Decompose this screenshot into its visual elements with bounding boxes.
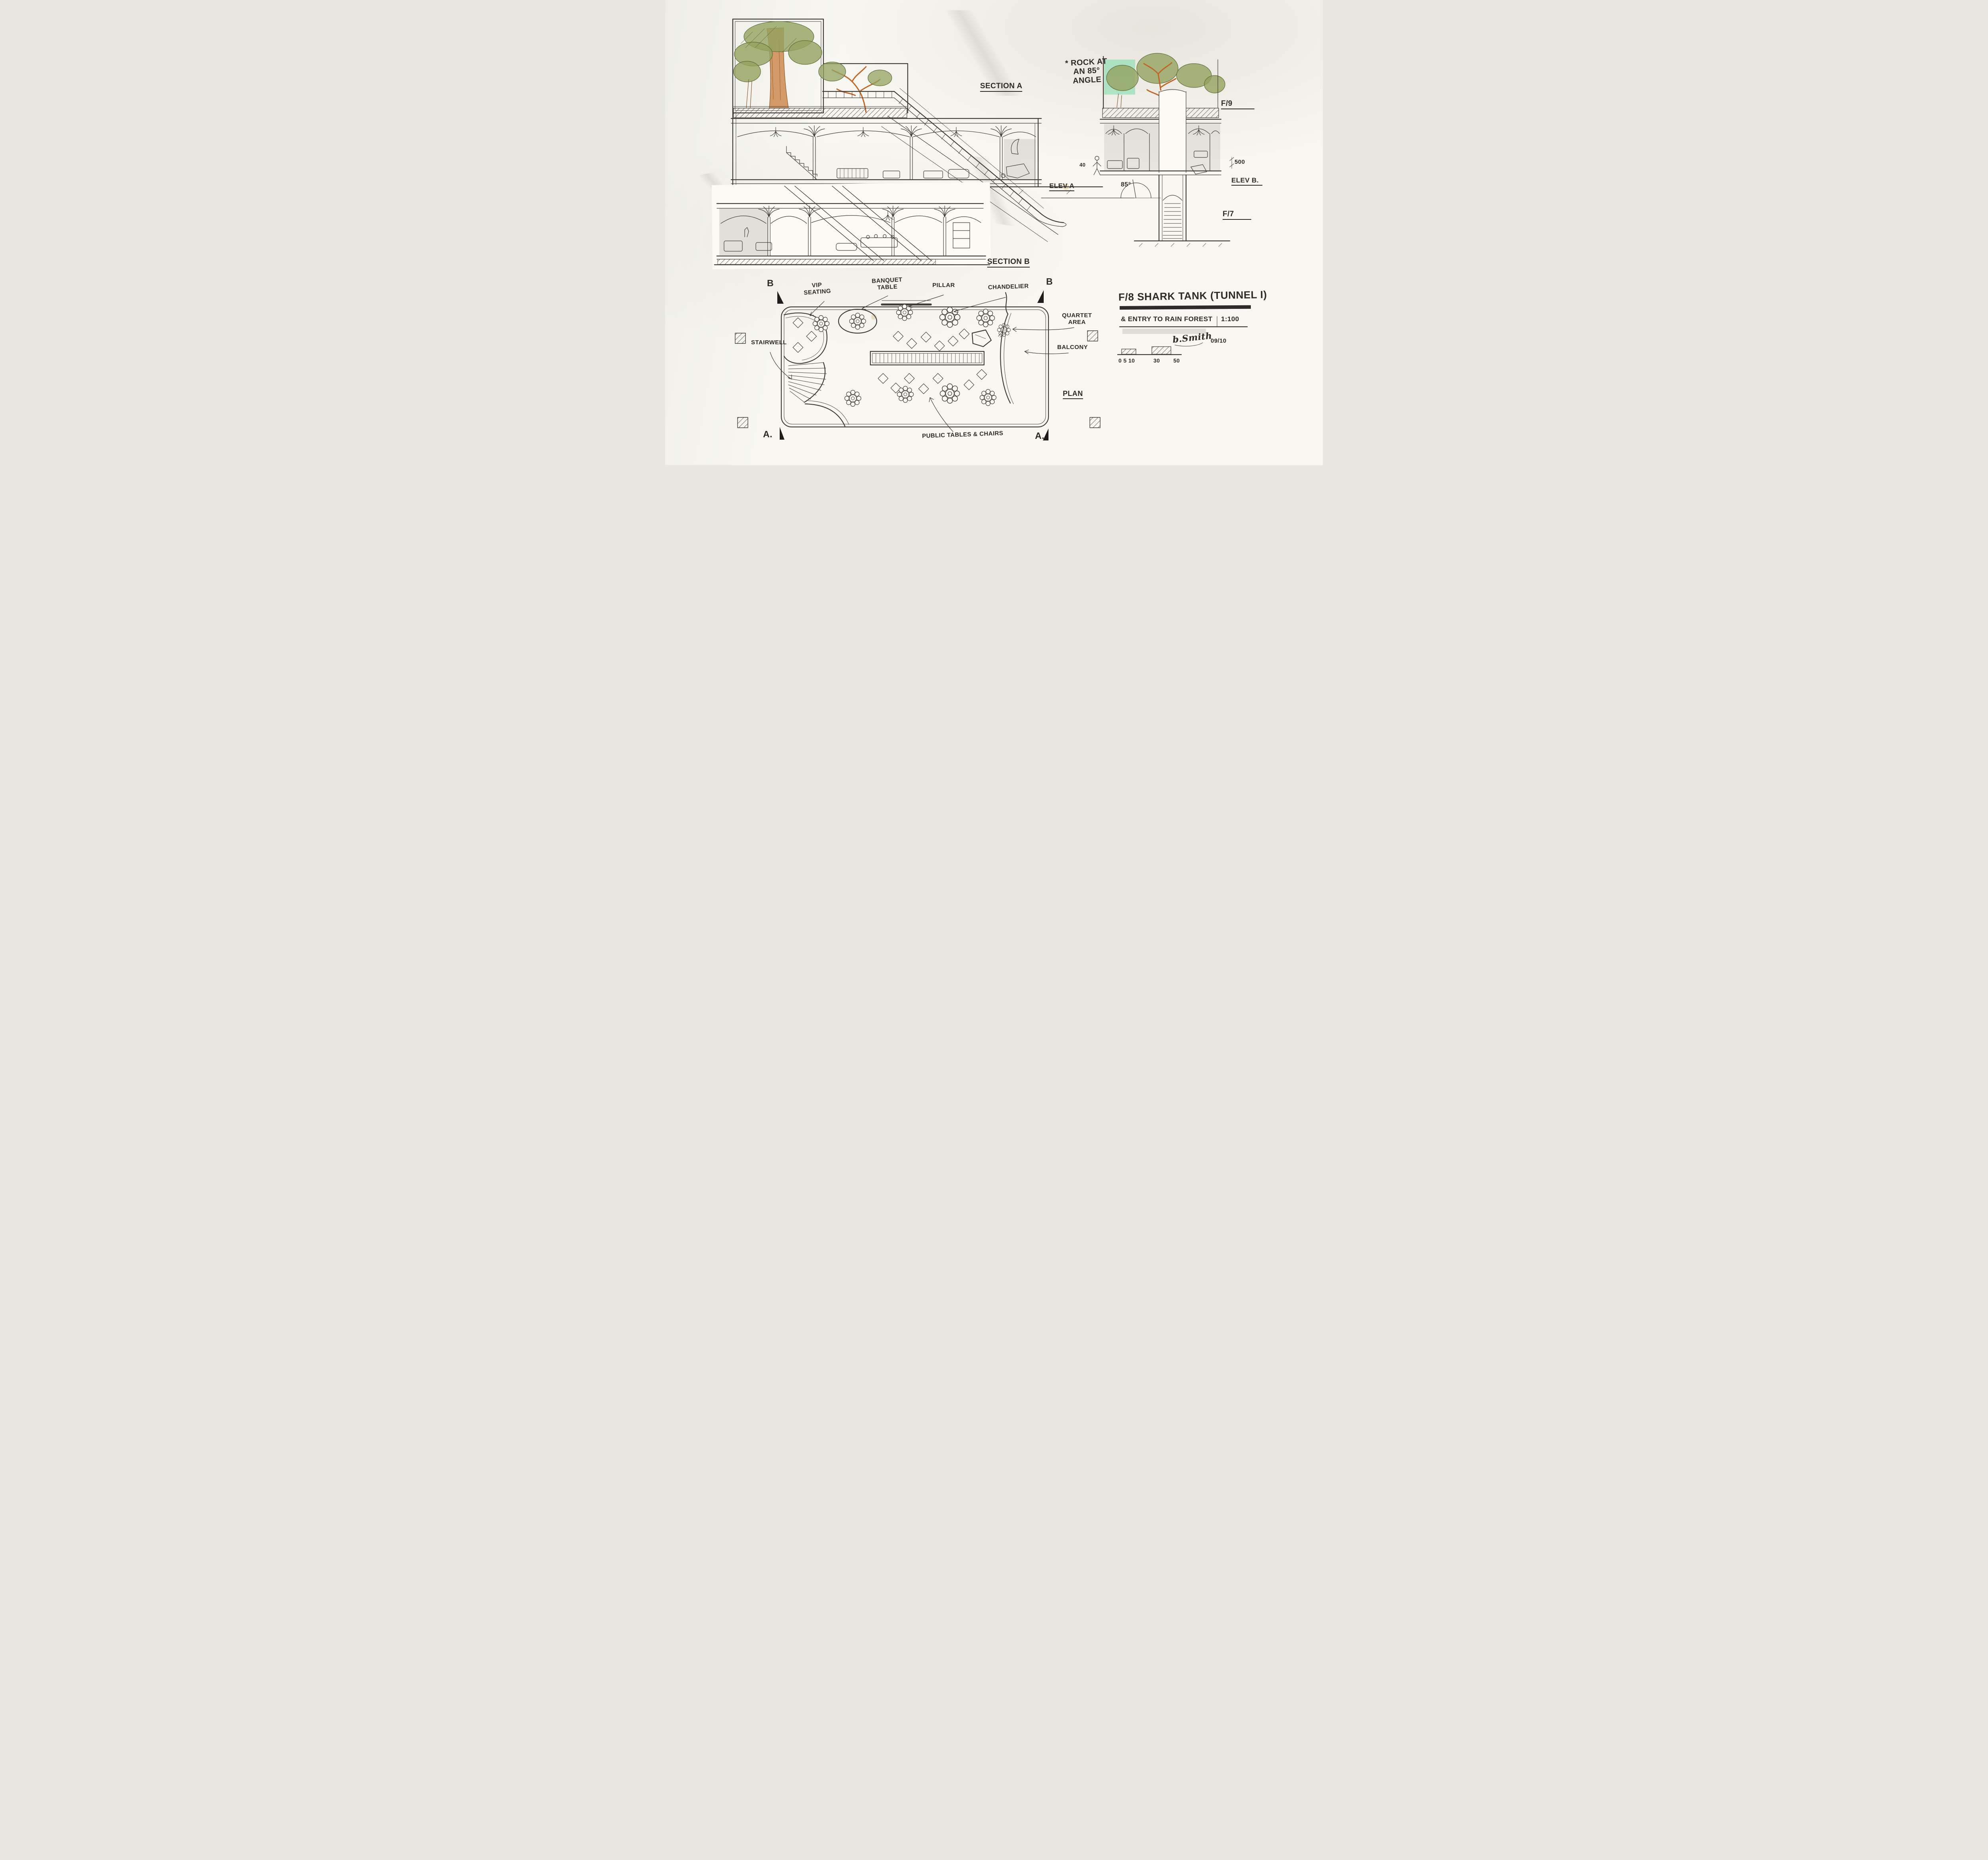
title-block-graphics bbox=[1117, 305, 1251, 355]
callout-quartet-area: QUARTET AREA bbox=[1062, 312, 1092, 326]
grid-ref-f7: F/7 bbox=[1223, 210, 1251, 220]
plan-title: PLAN bbox=[1063, 390, 1083, 400]
scalebar-label-right: 50 bbox=[1173, 357, 1180, 364]
elev-b-title: ELEV B. bbox=[1231, 176, 1262, 186]
section-marker-b-left: B bbox=[767, 278, 774, 288]
callout-chandelier: CHANDELIER bbox=[988, 283, 1029, 291]
section-a-title: SECTION A bbox=[980, 82, 1023, 92]
callout-stairwell: STAIRWELL bbox=[751, 339, 787, 346]
section-cut-flags bbox=[777, 290, 1048, 440]
section-marker-a-left: A. bbox=[763, 429, 773, 439]
dim-40: 40 bbox=[1079, 162, 1086, 168]
signature-date: 09/10 bbox=[1211, 337, 1227, 344]
dim-500: 500 bbox=[1235, 159, 1245, 165]
callout-vip-seating: VIP SEATING bbox=[804, 281, 831, 297]
angle-85-label: 85° bbox=[1121, 181, 1131, 188]
scalebar-label-left: 0 5 10 bbox=[1118, 357, 1135, 364]
plan-drawing bbox=[735, 290, 1101, 440]
callout-balcony: BALCONY bbox=[1057, 344, 1088, 351]
elev-b-drawing bbox=[1041, 53, 1234, 247]
rock-angle-note: * ROCK AT AN 85° ANGLE bbox=[1065, 57, 1108, 85]
drawing-subtitle: & ENTRY TO RAIN FOREST bbox=[1121, 315, 1213, 323]
scalebar-label-mid: 30 bbox=[1153, 357, 1160, 364]
drawing-scale: 1:100 bbox=[1221, 315, 1239, 323]
grid-ref-f9: F/9 bbox=[1221, 99, 1254, 110]
section-b-title: SECTION B bbox=[987, 258, 1030, 268]
section-marker-a-right: A. bbox=[1035, 431, 1044, 441]
callout-pillar: PILLAR bbox=[932, 282, 955, 289]
paper-sheet: SECTION A * ROCK AT AN 85° ANGLE F/9 ELE… bbox=[665, 0, 1323, 465]
section-b-drawing bbox=[711, 182, 991, 270]
section-marker-b-right: B bbox=[1046, 276, 1053, 287]
section-a-rainforest bbox=[732, 18, 909, 118]
callout-banquet-table: BANQUET TABLE bbox=[872, 276, 903, 291]
sketch-canvas bbox=[711, 18, 1251, 440]
elev-a-title: ELEV A bbox=[1049, 182, 1075, 192]
column-markers bbox=[735, 330, 1101, 428]
callout-leaders bbox=[770, 295, 1074, 432]
